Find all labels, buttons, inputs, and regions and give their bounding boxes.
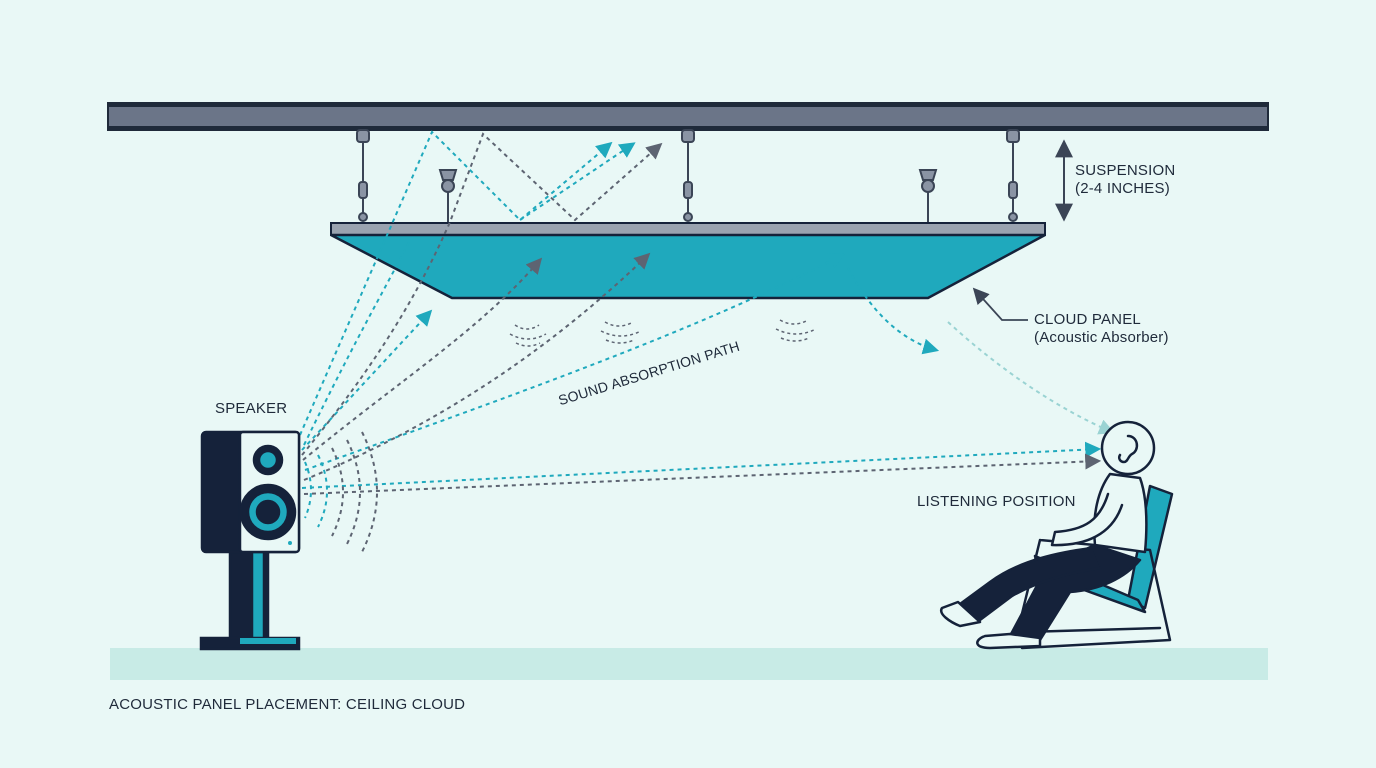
ceiling-beam (107, 102, 1269, 131)
speaker-sound-waves (304, 431, 378, 553)
suspension-label-line2: (2-4 INCHES) (1075, 180, 1170, 197)
speaker-label: SPEAKER (215, 400, 288, 417)
seated-listener-icon (939, 420, 1174, 650)
sound-paths (299, 130, 1115, 495)
suspension-label-line1: SUSPENSION (1075, 162, 1176, 179)
diagram-caption: ACOUSTIC PANEL PLACEMENT: CEILING CLOUD (109, 696, 466, 713)
cloud-panel-label-line2: (Acoustic Absorber) (1034, 329, 1169, 346)
cloud-panel-pointer (972, 287, 1028, 321)
listening-position-label: LISTENING POSITION (917, 493, 1076, 510)
absorption-ripples (509, 319, 817, 347)
speaker-icon (199, 430, 301, 651)
cloud-panel-label-line1: CLOUD PANEL (1034, 311, 1141, 328)
suspension-hanger-icon (356, 129, 1020, 222)
cloud-panel (330, 222, 1046, 300)
floor (110, 648, 1268, 680)
